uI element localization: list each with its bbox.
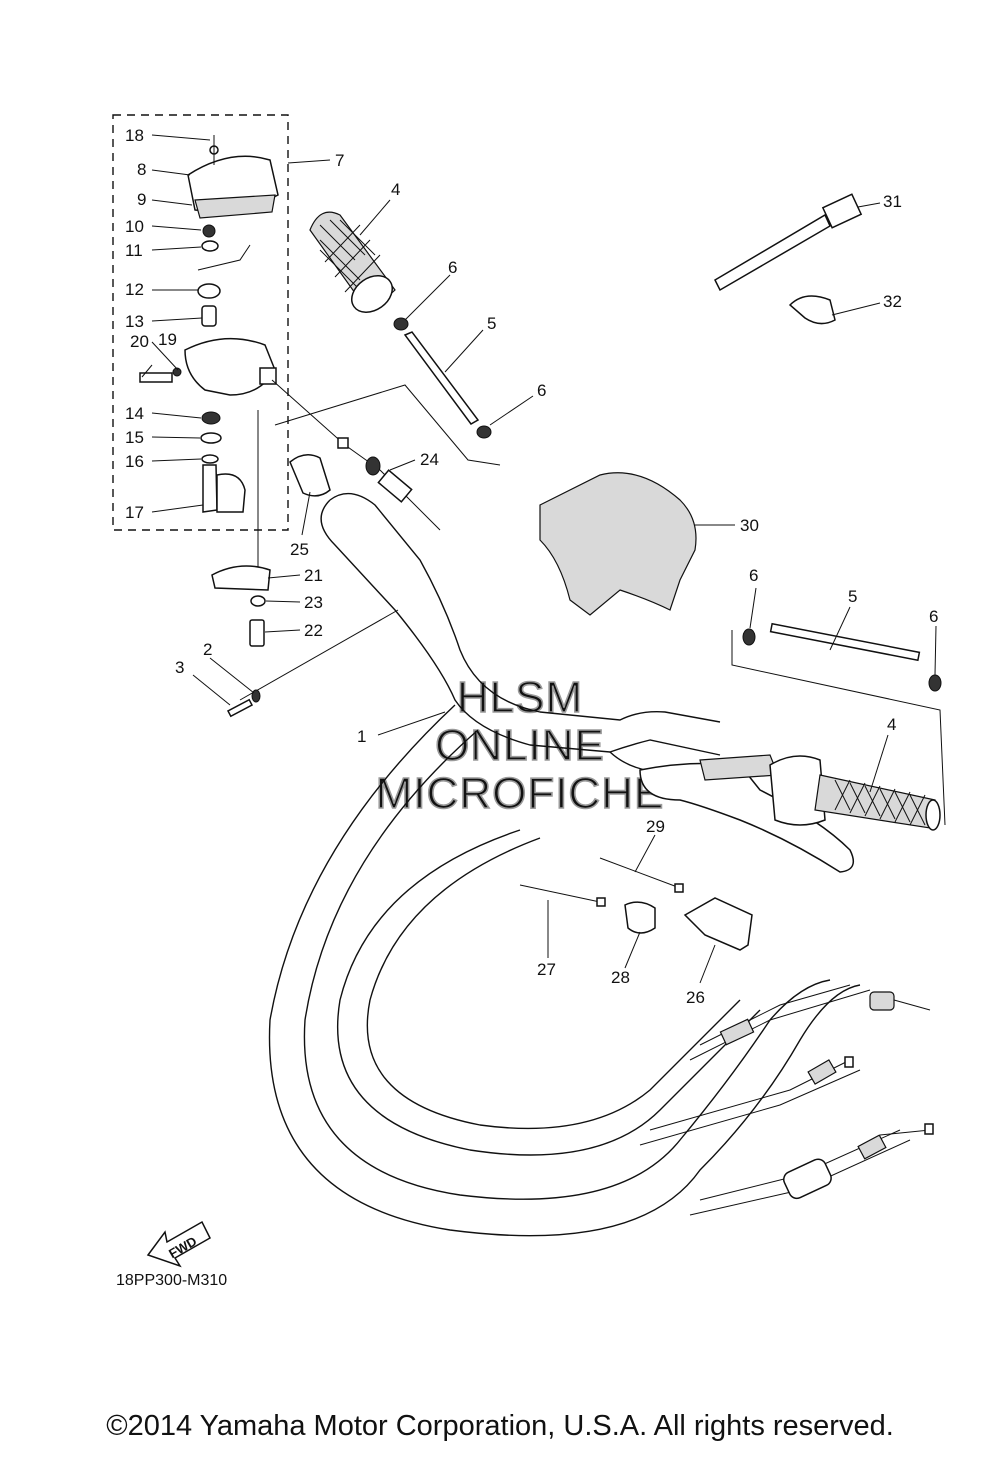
label-part-8: 8 <box>137 160 146 179</box>
fwd-arrow: FWD <box>146 1220 211 1268</box>
label-part-1: 1 <box>357 727 366 746</box>
label-part-9: 9 <box>137 190 146 209</box>
right-bar-rod <box>731 622 946 826</box>
label-part-17: 17 <box>125 503 144 522</box>
label-part-26: 26 <box>686 988 705 1007</box>
left-bar-rod <box>393 317 492 439</box>
label-part-30: 30 <box>740 516 759 535</box>
watermark: HLSM ONLINE MICROFICHE <box>375 672 665 819</box>
part-labels: 18 8 9 10 11 12 13 20 19 14 15 16 17 7 4… <box>125 126 938 1007</box>
label-part-4-left: 4 <box>391 180 400 199</box>
label-part-6-b: 6 <box>537 381 546 400</box>
label-part-32: 32 <box>883 292 902 311</box>
label-part-28: 28 <box>611 968 630 987</box>
label-part-12: 12 <box>125 280 144 299</box>
right-lever-assembly <box>639 754 855 873</box>
left-grip <box>309 211 396 313</box>
label-part-13: 13 <box>125 312 144 331</box>
label-part-5-left: 5 <box>487 314 496 333</box>
lower-parts <box>519 857 753 951</box>
label-part-7: 7 <box>335 151 344 170</box>
label-part-24: 24 <box>420 450 439 469</box>
label-part-31: 31 <box>883 192 902 211</box>
cable-tie <box>714 193 863 292</box>
cable-clip <box>788 295 836 325</box>
label-part-29: 29 <box>646 817 665 836</box>
label-part-20: 20 <box>130 332 149 351</box>
label-part-6-a: 6 <box>448 258 457 277</box>
copyright-notice: ©2014 Yamaha Motor Corporation, U.S.A. A… <box>106 1410 894 1442</box>
label-part-14: 14 <box>125 404 144 423</box>
watermark-line-2: ONLINE <box>435 721 605 770</box>
label-part-25: 25 <box>290 540 309 559</box>
cables <box>268 704 934 1237</box>
label-part-16: 16 <box>125 452 144 471</box>
label-part-19: 19 <box>158 330 177 349</box>
bar-end-parts <box>226 689 261 718</box>
diagram-code: 18PP300-M310 <box>116 1272 227 1289</box>
throttle-cable <box>271 379 501 531</box>
watermark-line-3: MICROFICHE <box>376 769 665 818</box>
clamp-parts <box>211 410 271 647</box>
label-part-21: 21 <box>304 566 323 585</box>
watermark-line-1: HLSM <box>457 673 583 722</box>
label-part-23: 23 <box>304 593 323 612</box>
throttle-parts <box>139 135 279 513</box>
label-part-5-right: 5 <box>848 587 857 606</box>
label-part-6-d: 6 <box>929 607 938 626</box>
collar-25 <box>289 454 331 497</box>
throttle-assembly-box <box>112 114 289 531</box>
right-grip <box>814 774 941 831</box>
label-part-11: 11 <box>125 241 143 260</box>
leader-lines <box>141 134 937 984</box>
label-part-18: 18 <box>125 126 144 145</box>
label-part-10: 10 <box>125 217 144 236</box>
label-part-27: 27 <box>537 960 556 979</box>
label-part-2: 2 <box>203 640 212 659</box>
label-part-4-right: 4 <box>887 715 896 734</box>
label-part-22: 22 <box>304 621 323 640</box>
label-part-6-c: 6 <box>749 566 758 585</box>
handlebar-cover <box>539 472 697 616</box>
label-part-3: 3 <box>175 658 184 677</box>
label-part-15: 15 <box>125 428 144 447</box>
